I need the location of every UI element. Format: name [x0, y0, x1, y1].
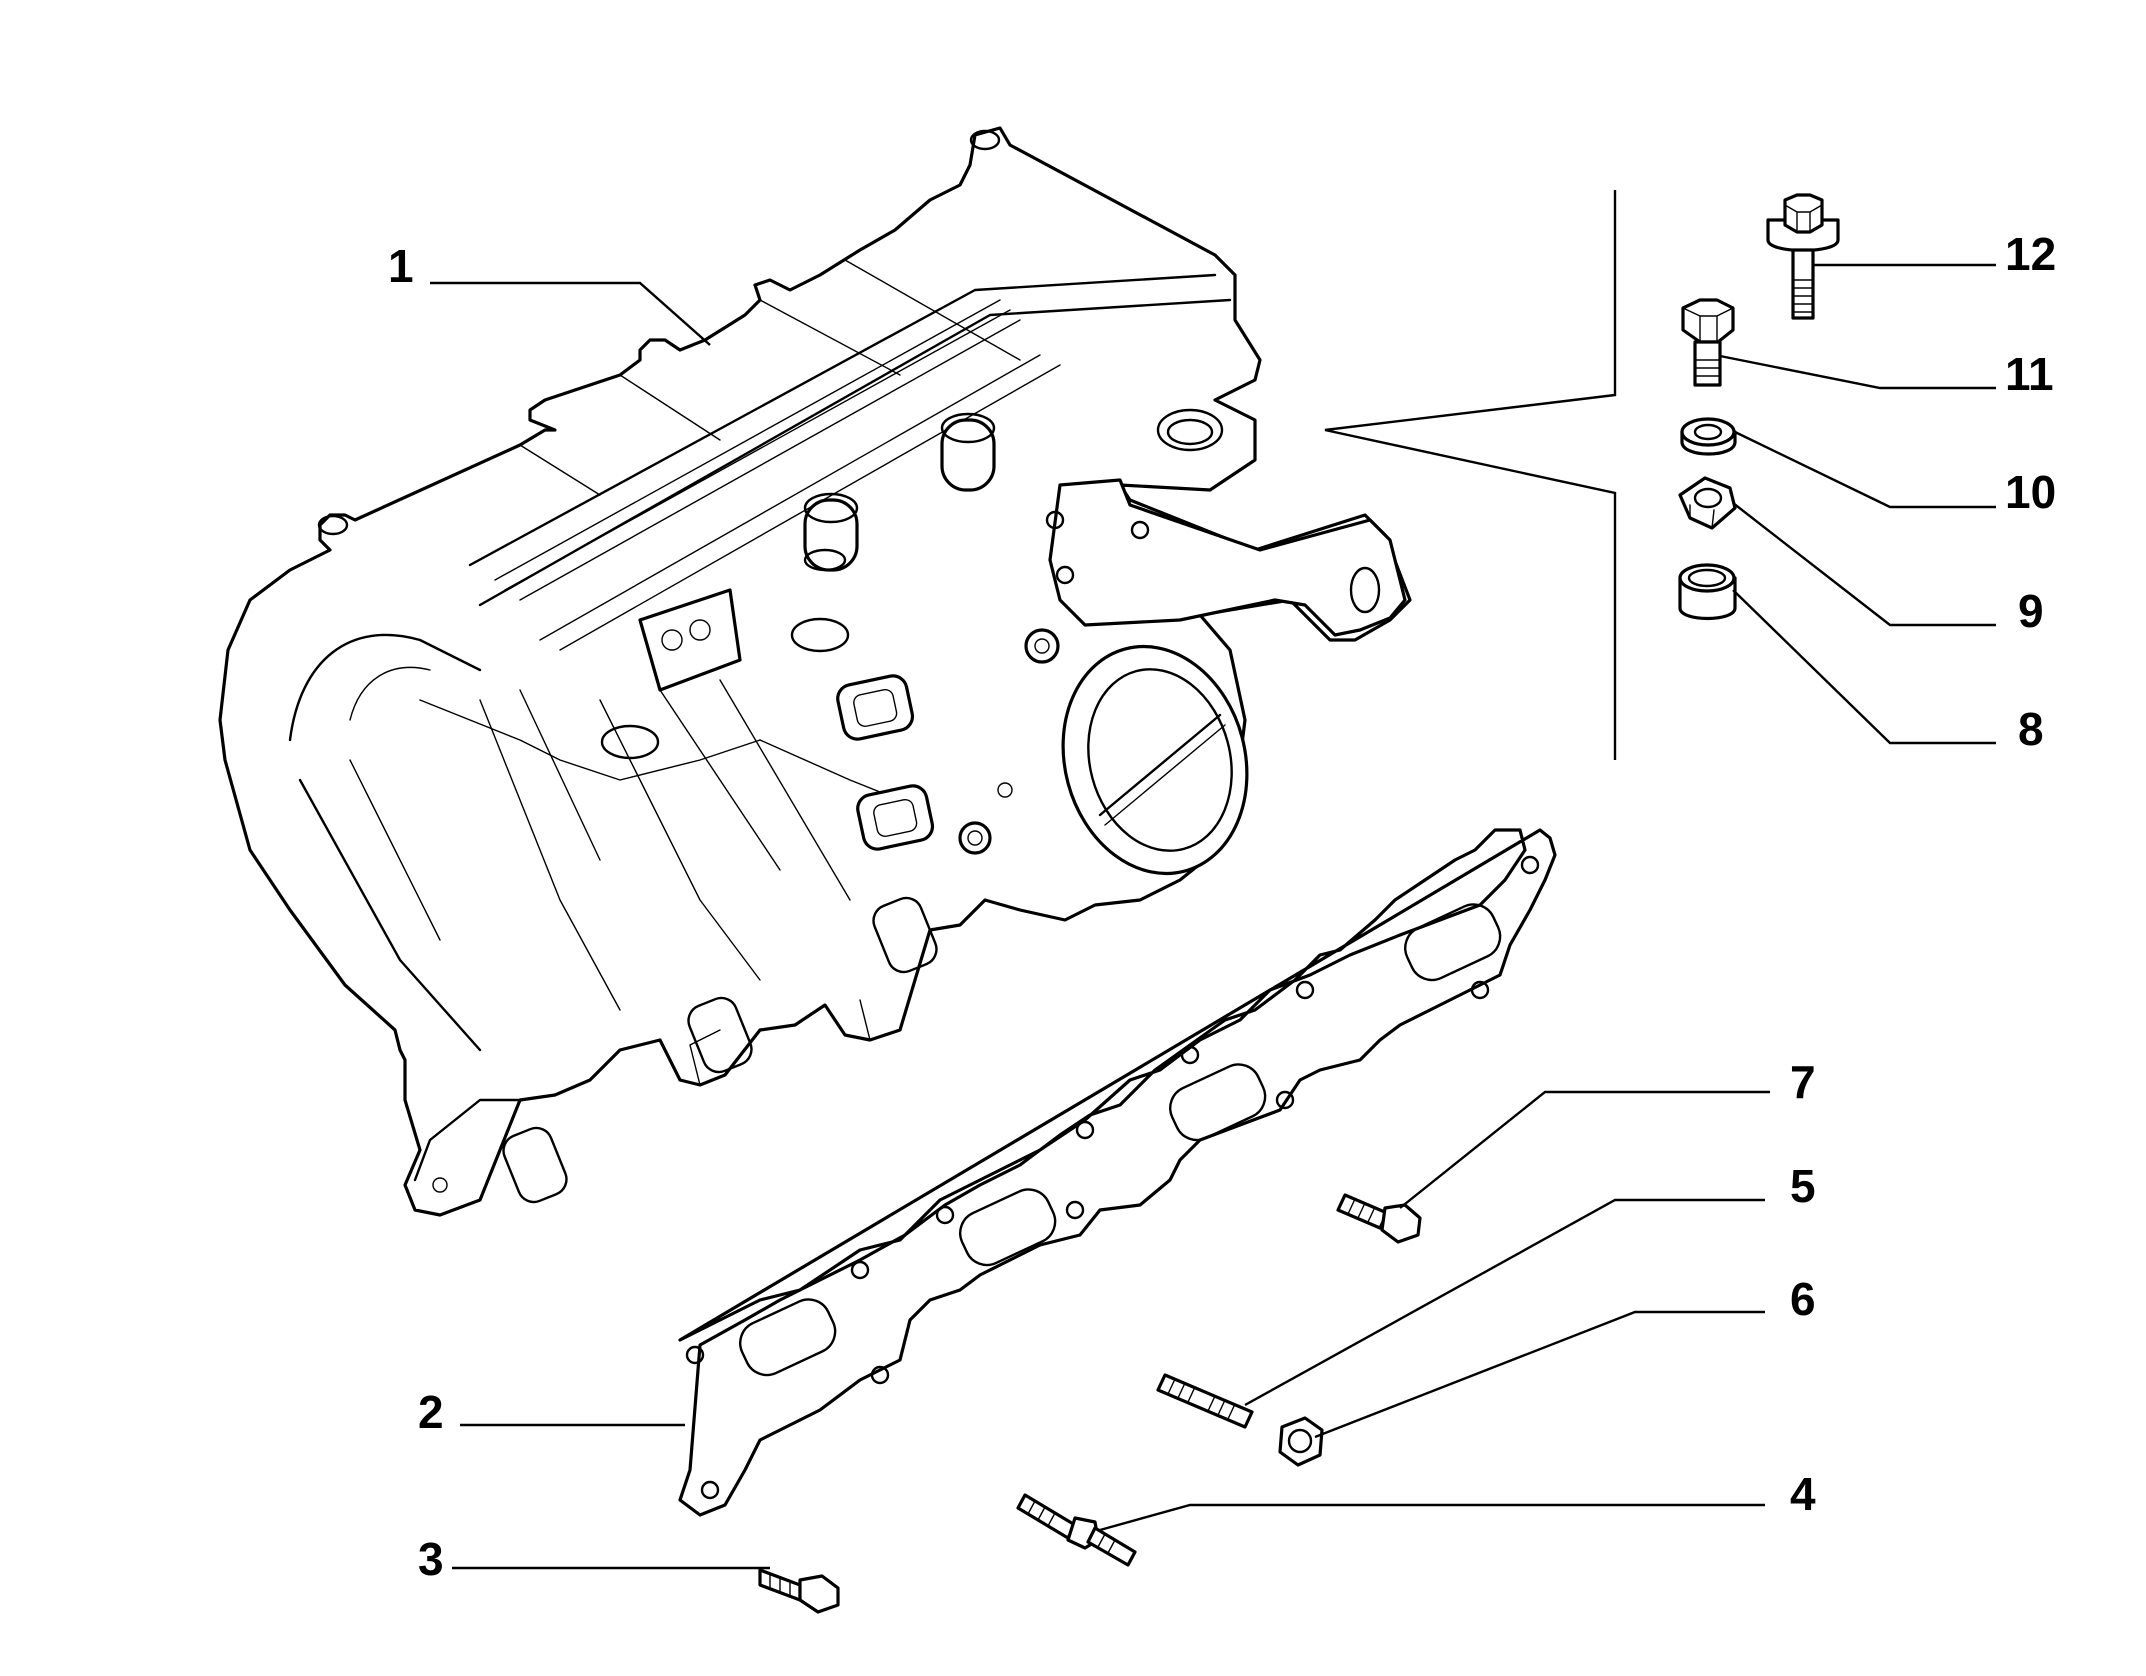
leader-1: [430, 281, 711, 346]
washer-10-drawing[interactable]: [1680, 417, 1737, 456]
nut-9-drawing[interactable]: [1678, 476, 1737, 530]
leader-lines: [430, 263, 1996, 1570]
callout-11: 11: [2005, 348, 2054, 400]
intake-manifold-drawing[interactable]: [218, 126, 1412, 1217]
leader-11: [1719, 354, 1996, 390]
callout-12: 12: [2005, 228, 2056, 280]
callout-labels: 1 2 3 4 5 6 7 8 9 10 11 12: [388, 228, 2056, 1585]
leader-6: [1314, 1310, 1765, 1439]
leader-10: [1734, 430, 1996, 509]
callout-8: 8: [2018, 703, 2044, 755]
callout-1: 1: [388, 240, 414, 292]
callout-3: 3: [418, 1533, 444, 1585]
callout-6: 6: [1790, 1273, 1816, 1325]
stud-5-drawing[interactable]: [1156, 1373, 1254, 1429]
bolt-11-drawing[interactable]: [1681, 298, 1735, 387]
callout-10: 10: [2005, 466, 2056, 518]
bushing-8-drawing[interactable]: [1678, 563, 1737, 621]
nut-6-drawing[interactable]: [1278, 1416, 1324, 1467]
manifold-gasket-drawing[interactable]: [678, 828, 1557, 1517]
callout-2: 2: [418, 1386, 444, 1438]
leader-8: [1732, 589, 1996, 745]
leader-7: [1399, 1090, 1770, 1209]
callout-5: 5: [1790, 1160, 1816, 1212]
callout-7: 7: [1790, 1056, 1816, 1108]
detail-group-bracket: [1324, 190, 1617, 760]
callout-9: 9: [2018, 585, 2044, 637]
leader-9: [1732, 502, 1996, 627]
bolt-3-drawing[interactable]: [758, 1568, 840, 1614]
leader-5: [1244, 1198, 1765, 1407]
callout-4: 4: [1790, 1468, 1816, 1520]
bolt-12-drawing[interactable]: [1766, 193, 1840, 320]
stud-4-drawing[interactable]: [1016, 1493, 1137, 1567]
leader-4: [1099, 1503, 1765, 1532]
